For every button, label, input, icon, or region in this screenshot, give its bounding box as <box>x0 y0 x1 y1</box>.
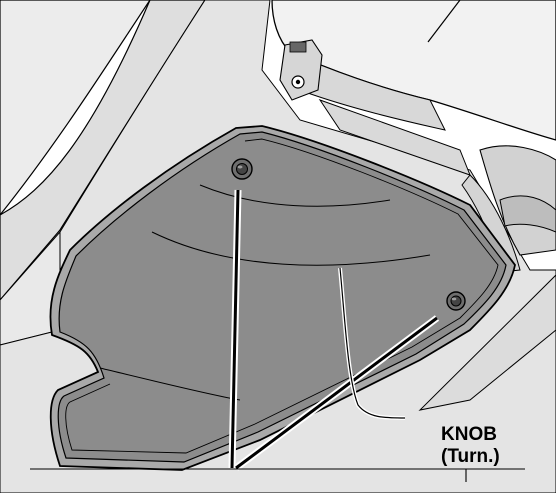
knob-callout-label: KNOB (Turn.) <box>441 424 500 468</box>
mat-contour-middle <box>151 231 431 266</box>
seat-rail-bolt-icon <box>279 39 323 101</box>
knob-icon <box>446 291 466 311</box>
seat-leader-line <box>427 0 461 43</box>
seat-side-panel <box>289 51 446 131</box>
mat-contour-lower <box>99 367 241 401</box>
knob-leader-lines <box>228 189 440 471</box>
right-sill <box>418 274 556 411</box>
floor-mat <box>57 131 507 463</box>
mat-contour-upper <box>199 184 391 207</box>
knob-instruction: (Turn.) <box>441 446 500 467</box>
mat-leader-line <box>339 267 406 419</box>
left-door-sill <box>0 0 151 216</box>
knob-icon <box>231 158 253 180</box>
mat-rim <box>65 138 499 454</box>
seat-frame-lower <box>499 195 556 233</box>
knob-label: KNOB <box>441 424 497 445</box>
